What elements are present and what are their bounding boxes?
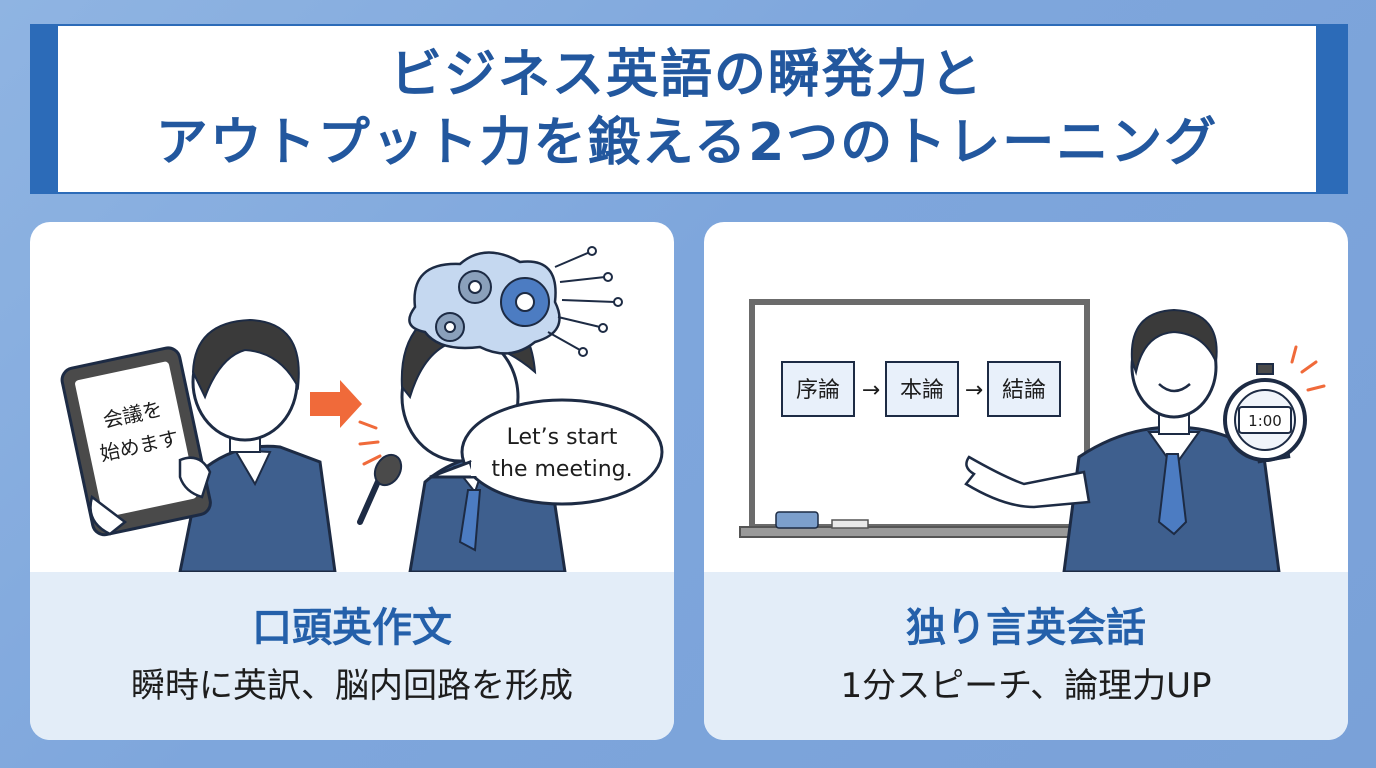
illustration-self-talk: 序論 → 本論 → 結論 xyxy=(739,299,1326,572)
illustration-oral-composition: 会議を 始めます xyxy=(60,246,664,572)
flow-step: 本論 xyxy=(885,361,959,417)
person-presenting xyxy=(964,308,1291,572)
arrow-right-icon xyxy=(310,380,362,428)
title-line-1: ビジネス英語の瞬発力と xyxy=(389,45,984,105)
title-line-2: アウトプット力を鍛える2つのトレーニング xyxy=(155,113,1219,173)
arrow-right-icon: → xyxy=(965,378,983,403)
step-body: 本論 xyxy=(900,378,944,403)
microphone-icon xyxy=(357,453,403,525)
bubble-text-2: the meeting. xyxy=(491,457,632,482)
step-intro: 序論 xyxy=(796,378,840,403)
bubble-text-1: Let’s start xyxy=(507,425,618,450)
card-heading: 独り言英会話 xyxy=(906,605,1146,651)
card-subtitle: 1分スピーチ、論理力UP xyxy=(840,666,1212,706)
timer-display: 1:00 xyxy=(1248,412,1282,430)
card-caption-area: 独り言英会話 1分スピーチ、論理力UP xyxy=(704,572,1348,740)
gear-icon xyxy=(500,277,550,327)
person-with-tablet: 会議を 始めます xyxy=(60,318,337,572)
gear-icon xyxy=(435,312,465,342)
speech-bubble: Let’s start the meeting. xyxy=(429,398,664,506)
arrow-right-icon: → xyxy=(862,378,880,403)
stopwatch-icon: 1:00 xyxy=(1223,345,1326,462)
flow-step: 序論 xyxy=(781,361,855,417)
card-caption-area: 口頭英作文 瞬時に英訳、脳内回路を形成 xyxy=(30,572,674,740)
card-subtitle: 瞬時に英訳、脳内回路を形成 xyxy=(131,666,573,706)
card-self-talk: 序論 → 本論 → 結論 xyxy=(704,222,1348,740)
flow-step: 結論 xyxy=(987,361,1061,417)
card-heading: 口頭英作文 xyxy=(252,605,452,651)
card-oral-composition: 会議を 始めます xyxy=(30,222,674,740)
whiteboard: 序論 → 本論 → 結論 xyxy=(739,299,1101,538)
step-conclusion: 結論 xyxy=(1002,378,1046,403)
gear-icon xyxy=(458,270,492,304)
title-banner: ビジネス英語の瞬発力と アウトプット力を鍛える2つのトレーニング xyxy=(58,26,1316,192)
